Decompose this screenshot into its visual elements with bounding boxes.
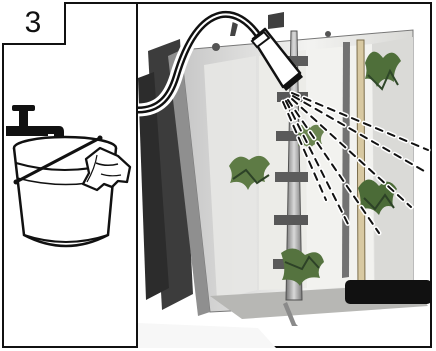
cleaning-supplies-illustration — [0, 95, 136, 265]
step-badge: 3 — [2, 2, 66, 45]
machine-cleaning-illustration — [138, 2, 432, 348]
step-number: 3 — [25, 8, 42, 38]
